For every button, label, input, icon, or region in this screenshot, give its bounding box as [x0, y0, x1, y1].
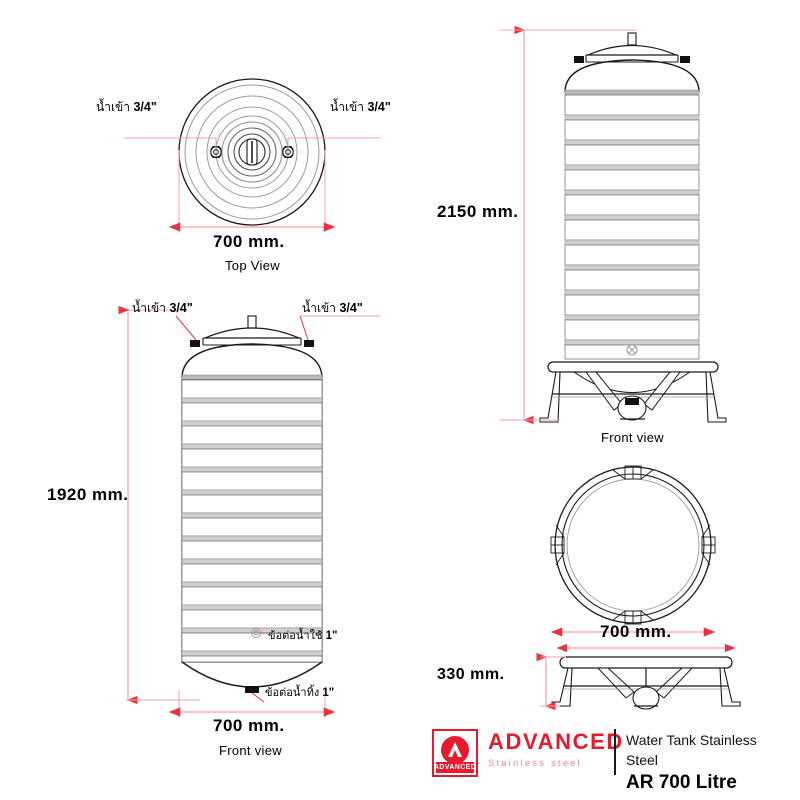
title-block-divider: [614, 729, 616, 775]
product-model: AR 700 Litre: [626, 772, 737, 793]
stand-detail-drawing: [536, 643, 741, 711]
front-left-height-dimension: 1920 mm.: [47, 485, 129, 504]
front-view-right-drawing: [500, 25, 727, 425]
front-left-drain-label: ข้อต่อน้ำทิ้ง 1": [265, 687, 335, 699]
top-view-inlet-left-label: น้ำเข้า 3/4": [96, 100, 157, 114]
brand-name: ADVANCED: [488, 729, 624, 754]
top-view-drawing: [124, 78, 380, 232]
bottom-view-drawing: [550, 465, 716, 637]
top-view-width-dimension: 700 mm.: [213, 232, 285, 251]
front-left-inlet-right-label: น้ำเข้า 3/4": [302, 301, 363, 315]
title-block: ADVANCED ADVANCED Stainless steel Water …: [432, 726, 784, 793]
logo-triangle-shape: [448, 742, 462, 757]
front-left-width-dimension: 700 mm.: [213, 716, 285, 735]
brand-tagline: Stainless steel: [488, 758, 583, 768]
advanced-logo-icon: ADVANCED: [432, 729, 478, 777]
logo-wordmark: ADVANCED: [436, 762, 474, 773]
stand-height-dimension: 330 mm.: [437, 666, 505, 683]
front-right-height-dimension: 2150 mm.: [437, 202, 519, 221]
top-view-inlet-right-label: น้ำเข้า 3/4": [330, 100, 391, 114]
front-right-view-title: Front view: [601, 430, 664, 445]
product-block: Water Tank Stainless Steel AR 700 Litre: [626, 730, 784, 795]
top-view-title: Top View: [225, 258, 280, 273]
front-left-outlet-label: ข้อต่อน้ำใช้ 1": [268, 630, 338, 642]
front-left-inlet-left-label: น้ำเข้า 3/4": [132, 301, 193, 315]
logo-inner-triangle-shape: [452, 750, 458, 757]
product-category: Water Tank Stainless Steel: [626, 732, 757, 768]
bottom-view-width-dimension: 700 mm.: [600, 622, 672, 641]
front-left-view-title: Front view: [219, 743, 282, 758]
brand-block: ADVANCED Stainless steel: [488, 729, 624, 770]
front-view-left-drawing: [118, 305, 380, 718]
